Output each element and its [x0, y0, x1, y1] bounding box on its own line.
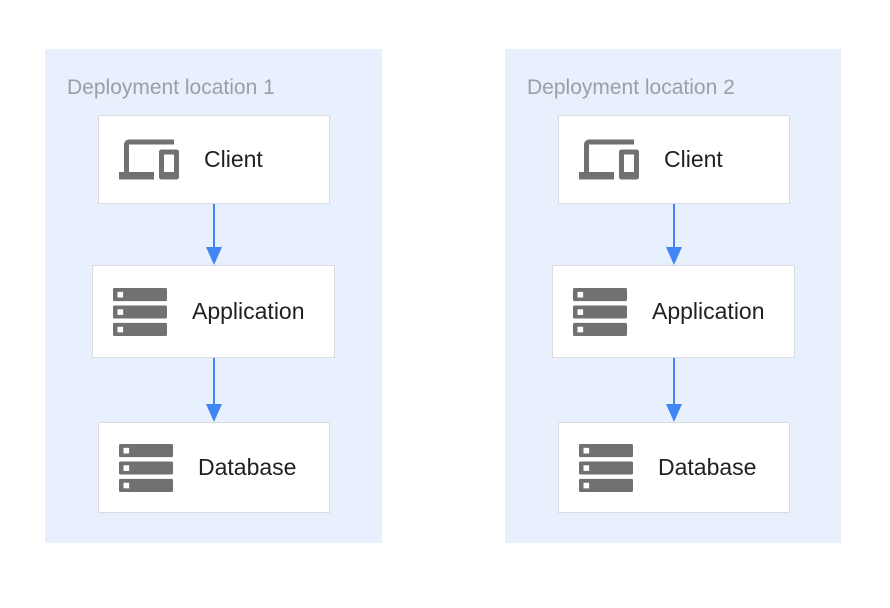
- node-application: Application: [552, 265, 795, 358]
- deployment-panel-1: Deployment location 1 Client: [45, 49, 382, 543]
- node-label: Client: [204, 146, 263, 172]
- panel-title: Deployment location 1: [67, 76, 275, 99]
- server-stack-icon: [119, 443, 173, 492]
- node-database: Database: [98, 422, 330, 513]
- arrow-client-to-application-icon: [206, 204, 222, 265]
- node-client: Client: [98, 115, 330, 204]
- arrow-client-to-application-icon: [666, 204, 682, 265]
- node-label: Application: [192, 298, 305, 324]
- server-stack-icon: [573, 287, 627, 336]
- arrow-application-to-database-icon: [206, 358, 222, 422]
- node-label: Client: [664, 146, 723, 172]
- arrow-application-to-database-icon: [666, 358, 682, 422]
- node-label: Application: [652, 298, 765, 324]
- panel-title: Deployment location 2: [527, 76, 735, 99]
- node-database: Database: [558, 422, 790, 513]
- node-label: Database: [198, 454, 297, 480]
- server-stack-icon: [113, 287, 167, 336]
- node-label: Database: [658, 454, 757, 480]
- node-application: Application: [92, 265, 335, 358]
- devices-icon: [579, 137, 639, 182]
- deployment-panel-2: Deployment location 2 Client: [505, 49, 841, 543]
- devices-icon: [119, 137, 179, 182]
- server-stack-icon: [579, 443, 633, 492]
- node-client: Client: [558, 115, 790, 204]
